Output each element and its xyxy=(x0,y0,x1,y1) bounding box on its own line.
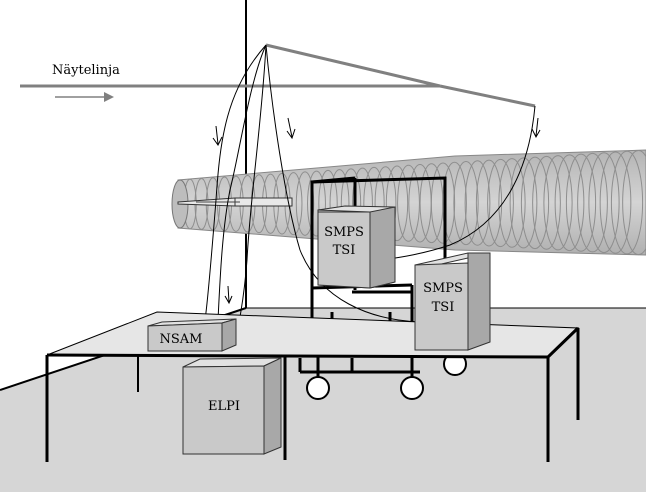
duct-rib xyxy=(599,151,632,254)
elpi-box xyxy=(182,357,282,455)
duct-rib xyxy=(509,157,538,249)
smps-upper-label-line2: TSI xyxy=(333,243,356,258)
duct-rib xyxy=(622,149,646,256)
nsam-box xyxy=(147,318,237,352)
smps-tsi-lower-box xyxy=(414,252,491,351)
sample-line-branch-1 xyxy=(265,43,441,88)
duct-rib xyxy=(397,164,420,242)
duct-rib xyxy=(554,154,585,252)
duct-rib xyxy=(487,158,514,248)
sampling-tubes xyxy=(204,44,536,357)
duct-rib xyxy=(442,161,467,245)
smps-lower-label-line2: TSI xyxy=(432,300,455,315)
smps-lower-label-line1: SMPS xyxy=(423,281,463,296)
duct-rib xyxy=(588,152,620,254)
duct-rib xyxy=(565,153,597,252)
sample-line-branch-2 xyxy=(439,84,536,108)
duct-rib xyxy=(295,171,315,236)
duct-rib xyxy=(475,159,503,247)
duct-rib xyxy=(498,158,526,248)
duct-rib xyxy=(430,162,456,244)
duct-rib xyxy=(464,160,491,246)
duct-rib xyxy=(453,161,479,246)
elpi-label: ELPI xyxy=(208,399,240,414)
cart-wheels xyxy=(306,352,467,400)
sampling-probe xyxy=(177,197,293,207)
duct-rib xyxy=(385,165,409,242)
sample-line-label: Näytelinja xyxy=(52,63,120,78)
flow-direction-arrow xyxy=(55,92,114,102)
duct-rib xyxy=(577,152,608,253)
duct-rib xyxy=(543,155,573,251)
duct-rib xyxy=(520,156,550,250)
duct-rib xyxy=(532,155,561,250)
duct-rib xyxy=(610,150,644,255)
flow-arrows xyxy=(212,117,541,305)
nsam-label: NSAM xyxy=(160,332,203,347)
smps-tsi-upper-box xyxy=(317,205,396,289)
smps-upper-label-line1: SMPS xyxy=(324,225,364,240)
duct-rib xyxy=(307,170,326,237)
